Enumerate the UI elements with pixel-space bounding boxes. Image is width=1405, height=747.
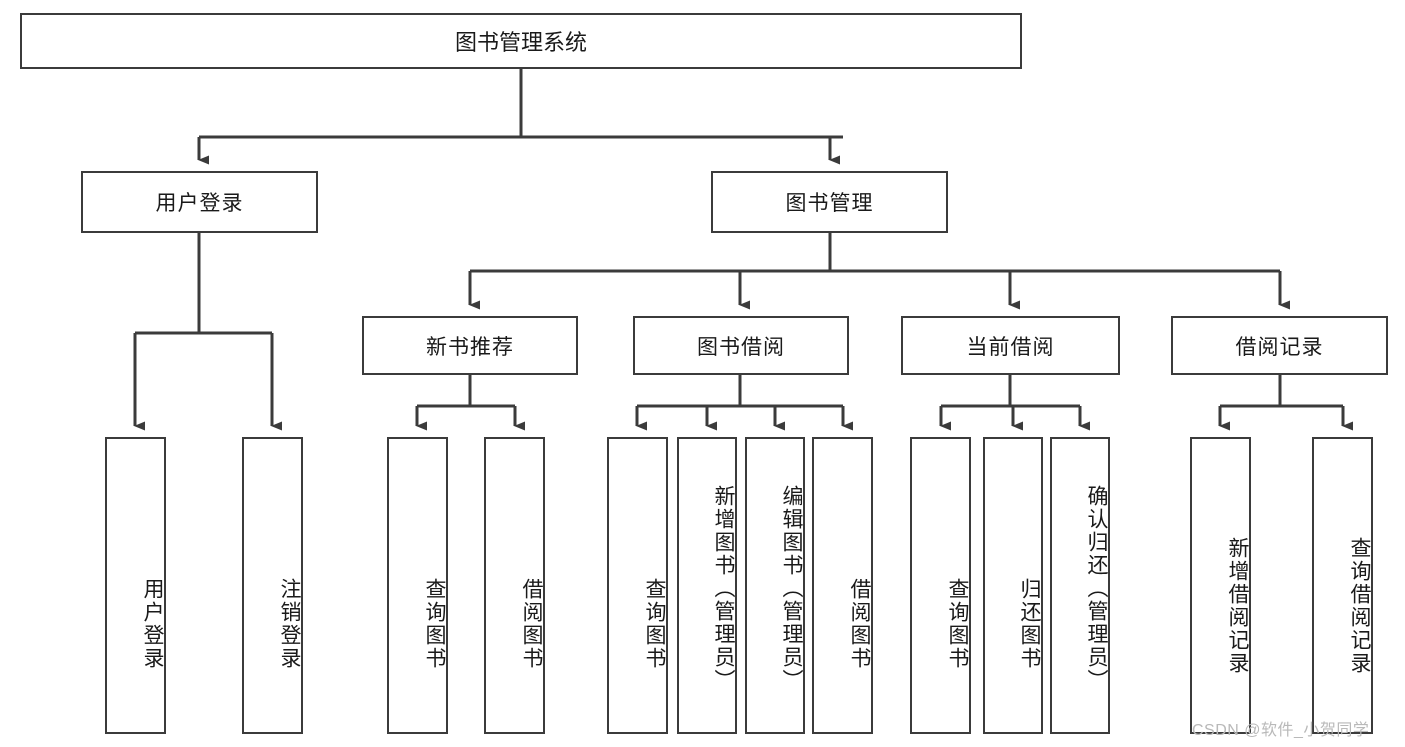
leaf-label: 查询借阅记录 <box>1348 536 1371 675</box>
leaf-logout[interactable]: 注销登录 <box>242 437 303 734</box>
leaf-query-book-borrow[interactable]: 查询图书 <box>607 437 668 734</box>
node-book-management-label: 图书管理 <box>785 192 874 215</box>
leaf-borrow-book[interactable]: 借阅图书 <box>812 437 873 734</box>
node-root-label: 图书管理系统 <box>454 30 587 55</box>
node-book-borrow[interactable]: 图书借阅 <box>633 316 849 375</box>
leaf-label: 编辑图书（管理员） <box>780 485 803 692</box>
node-book-management[interactable]: 图书管理 <box>711 171 948 233</box>
leaf-return-book[interactable]: 归还图书 <box>983 437 1043 734</box>
leaf-label: 借阅图书 <box>848 577 871 670</box>
node-book-borrow-label: 图书借阅 <box>697 335 785 359</box>
leaf-label: 查询图书 <box>423 577 446 670</box>
leaf-query-book-current[interactable]: 查询图书 <box>910 437 971 734</box>
node-new-book-recommend[interactable]: 新书推荐 <box>362 316 578 375</box>
node-current-borrow-label: 当前借阅 <box>966 335 1055 359</box>
leaf-label: 查询图书 <box>643 577 666 670</box>
leaf-label: 归还图书 <box>1018 577 1041 670</box>
csdn-watermark: CSDN @软件_小贺同学 <box>1192 722 1370 739</box>
leaf-add-borrow-record[interactable]: 新增借阅记录 <box>1190 437 1251 734</box>
leaf-borrow-book-recommend[interactable]: 借阅图书 <box>484 437 545 734</box>
node-current-borrow[interactable]: 当前借阅 <box>901 316 1120 375</box>
leaf-label: 新增图书（管理员） <box>712 485 735 692</box>
leaf-confirm-return-admin[interactable]: 确认归还（管理员） <box>1050 437 1110 734</box>
node-borrow-record[interactable]: 借阅记录 <box>1171 316 1388 375</box>
leaf-label: 用户登录 <box>141 577 164 670</box>
leaf-query-book-recommend[interactable]: 查询图书 <box>387 437 448 734</box>
node-new-book-recommend-label: 新书推荐 <box>426 335 514 359</box>
leaf-label: 注销登录 <box>278 577 301 670</box>
node-user-login-label: 用户登录 <box>155 192 244 215</box>
node-user-login[interactable]: 用户登录 <box>81 171 318 233</box>
leaf-label: 新增借阅记录 <box>1226 536 1249 675</box>
leaf-edit-book-admin[interactable]: 编辑图书（管理员） <box>745 437 805 734</box>
leaf-label: 查询图书 <box>946 577 969 670</box>
leaf-user-login[interactable]: 用户登录 <box>105 437 166 734</box>
node-borrow-record-label: 借阅记录 <box>1235 335 1324 359</box>
leaf-add-book-admin[interactable]: 新增图书（管理员） <box>677 437 737 734</box>
leaf-query-borrow-record[interactable]: 查询借阅记录 <box>1312 437 1373 734</box>
leaf-label: 确认归还（管理员） <box>1085 485 1108 692</box>
node-root[interactable]: 图书管理系统 <box>20 13 1022 69</box>
leaf-label: 借阅图书 <box>520 577 543 670</box>
